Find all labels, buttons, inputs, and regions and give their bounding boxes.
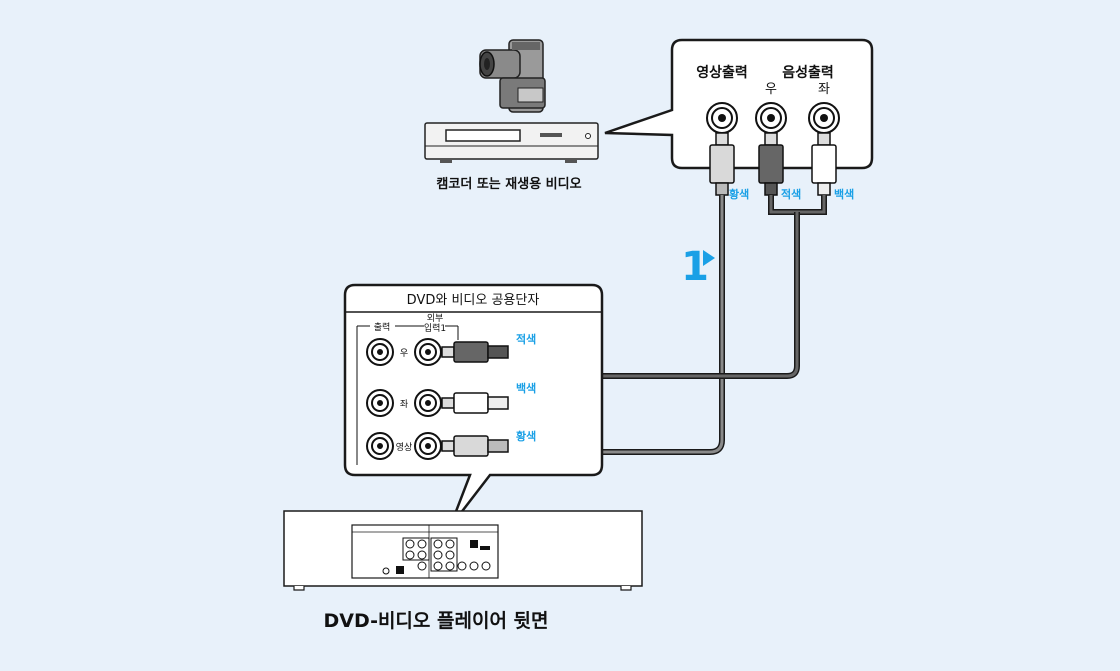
white-plug-label-top: 백색 — [834, 187, 854, 201]
input-right-jack — [414, 338, 442, 366]
audio-out-left-jack — [808, 102, 840, 134]
output-callout-bubble — [604, 38, 874, 170]
output-label: 출력 — [374, 321, 391, 333]
white-plug-bottom — [441, 392, 509, 414]
dvd-terminal-title: DVD와 비디오 공용단자 — [407, 293, 540, 308]
external-label-line1: 외부 — [427, 312, 444, 324]
red-plug-label-bottom: 적색 — [516, 332, 536, 346]
audio-output-label: 음성출력 — [782, 64, 834, 81]
yellow-plug-label-bottom: 황색 — [516, 429, 536, 443]
dvd-player-rear-icon — [283, 510, 643, 591]
audio-out-right-jack — [755, 102, 787, 134]
camcorder-icon — [479, 39, 546, 113]
input-left-jack — [414, 389, 442, 417]
output-video-jack — [366, 432, 394, 460]
red-plug-label-top: 적색 — [781, 187, 801, 201]
audio-cable — [508, 212, 799, 405]
row-right-label: 우 — [400, 348, 408, 359]
row-video-label: 영상 — [396, 442, 413, 453]
right-channel-label: 우 — [765, 82, 777, 97]
external-label-line2: 입력1 — [424, 322, 446, 334]
player-caption: DVD-비디오 플레이어 뒷면 — [323, 610, 548, 632]
row-left-label: 좌 — [400, 399, 408, 410]
yellow-plug-bottom — [441, 435, 509, 457]
output-right-jack — [366, 338, 394, 366]
video-cable — [508, 195, 724, 454]
output-left-jack — [366, 389, 394, 417]
step-number: 1 — [681, 244, 709, 290]
yellow-plug-top — [709, 132, 735, 196]
red-plug-bottom — [441, 341, 509, 363]
white-plug-label-bottom: 백색 — [516, 381, 536, 395]
input-video-jack — [414, 432, 442, 460]
video-output-label: 영상출력 — [696, 64, 748, 81]
yellow-plug-label-top: 황색 — [729, 187, 749, 201]
white-plug-top — [811, 132, 837, 196]
video-out-jack — [706, 102, 738, 134]
red-plug-top — [758, 132, 784, 196]
step-arrow-icon — [703, 250, 715, 266]
vcr-icon — [424, 122, 599, 163]
camcorder-label: 캠코더 또는 재생용 비디오 — [436, 176, 581, 192]
left-channel-label: 좌 — [818, 82, 830, 97]
